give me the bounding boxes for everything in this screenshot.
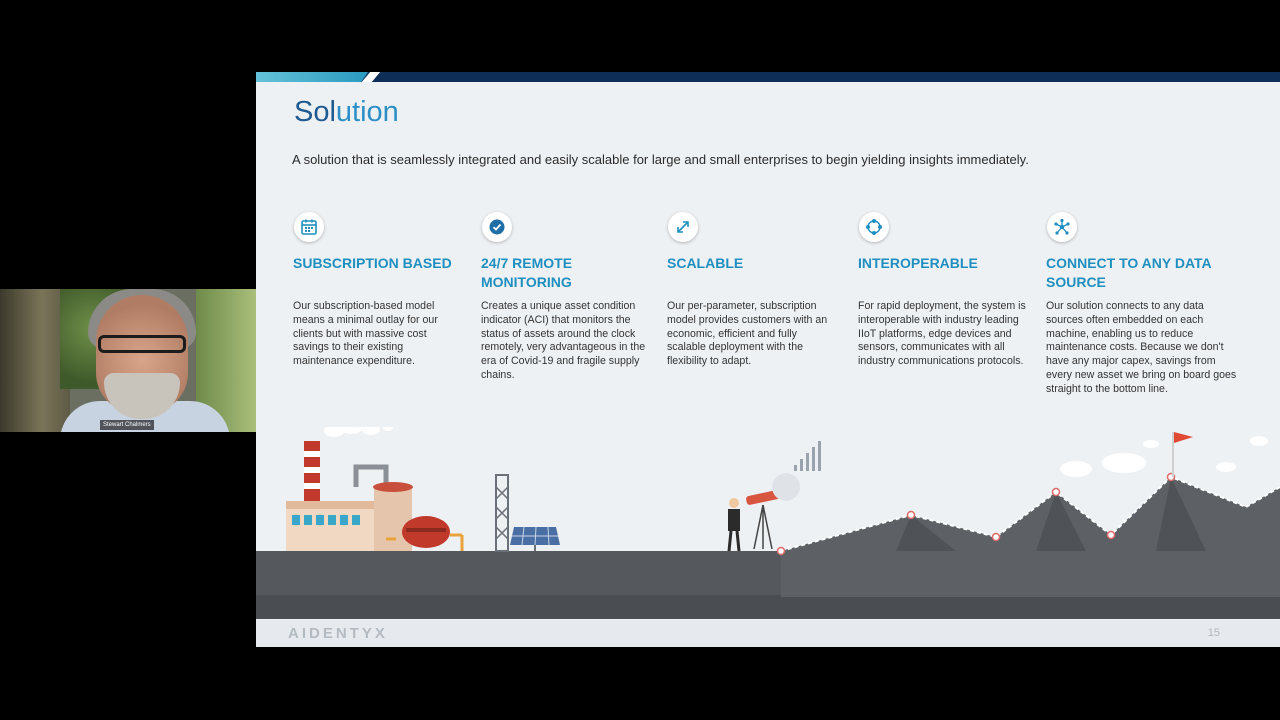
slide-title: Solution [294,96,399,129]
feature-column-scalable: SCALABLE Our per-parameter, subscription… [667,212,837,369]
company-logo: AIDENTYX [288,625,388,642]
calendar-icon [294,212,324,242]
slide-top-accent [256,72,368,82]
feature-heading: INTEROPERABLE [858,255,978,271]
circle-nodes-icon [859,212,889,242]
participant-name-label: Stewart Chalmers [100,420,154,430]
feature-column-monitoring: 24/7 REMOTE MONITORING Creates a unique … [481,212,651,383]
feature-heading: SUBSCRIPTION BASED [293,255,452,271]
feature-body: Our subscription-based model means a min… [293,300,438,368]
industry-landscape-illustration [256,427,1280,619]
feature-body: Our per-parameter, subscription model pr… [667,300,828,368]
video-background-window [0,289,70,432]
presentation-slide: Solution A solution that is seamlessly i… [256,72,1280,647]
feature-body: Our solution connects to any data source… [1046,300,1237,395]
feature-column-subscription: SUBSCRIPTION BASED Our subscription-base… [293,212,463,369]
ground-lower-strip [256,595,1280,619]
check-circle-icon [482,212,512,242]
feature-body: For rapid deployment, the system is inte… [858,300,1026,368]
slide-subtitle: A solution that is seamlessly integrated… [292,152,1029,167]
feature-heading: CONNECT TO ANY DATA SOURCE [1046,255,1212,290]
page-number: 15 [1207,627,1220,639]
slide-title-part1: Sol [294,96,336,128]
feature-column-connect: CONNECT TO ANY DATA SOURCE Our solution … [1046,212,1241,397]
expand-arrows-icon [668,212,698,242]
slide-top-bar [256,72,1280,82]
slide-footer: AIDENTYX 15 [256,620,1280,647]
telescope-figure-illustration [727,441,821,552]
feature-heading: 24/7 REMOTE MONITORING [481,255,573,290]
participant-glasses [98,335,186,353]
slide-title-part2: ution [335,96,399,128]
feature-column-interoperable: INTEROPERABLE For rapid deployment, the … [858,212,1028,369]
factory-illustration [286,427,464,551]
clouds-decoration [1060,436,1268,477]
tower-solar-illustration [495,474,560,552]
summit-flag-icon [1172,432,1193,477]
feature-body: Creates a unique asset condition indicat… [481,300,646,381]
feature-heading: SCALABLE [667,255,744,271]
network-hub-icon [1047,212,1077,242]
mountain-range-illustration [776,472,1280,597]
participant-video-tile[interactable]: Stewart Chalmers [0,289,256,432]
